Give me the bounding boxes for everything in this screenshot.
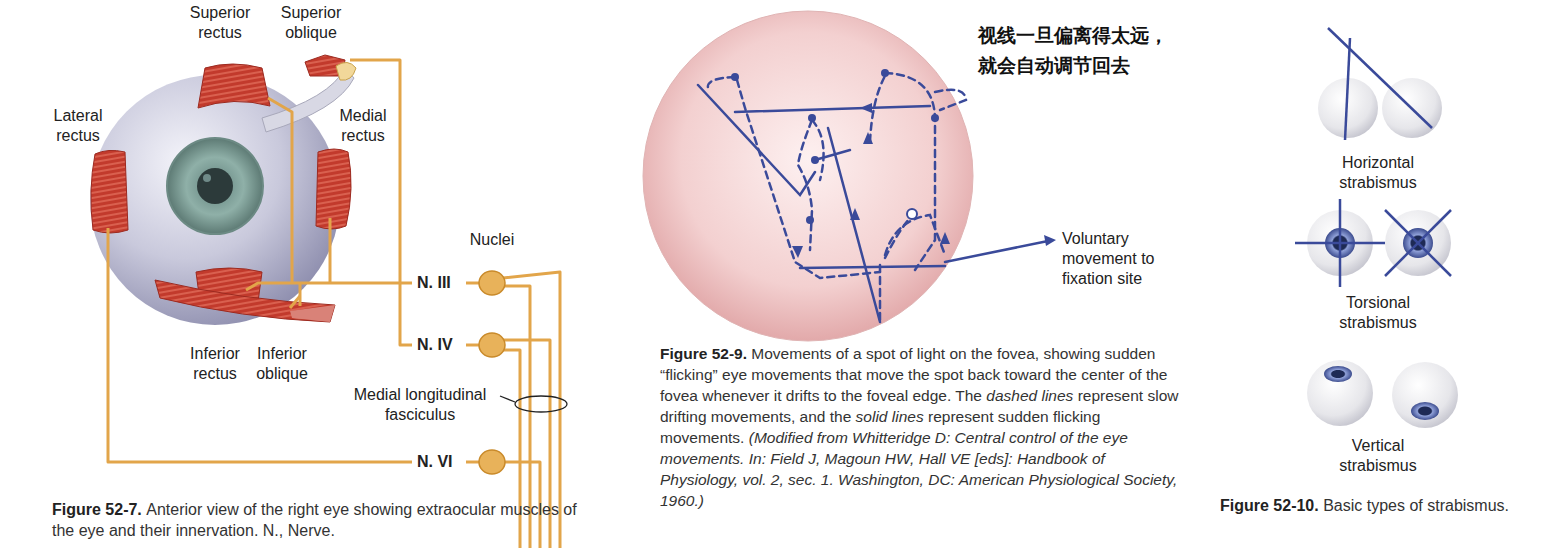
muscle-label: Inferior oblique xyxy=(240,344,324,384)
arrow-label: Voluntary movement to fixation site xyxy=(1062,229,1180,289)
figure-caption: Figure 52-9.Movements of a spot of light… xyxy=(660,343,1180,511)
figure-number: Figure 52-10. xyxy=(1220,497,1319,514)
annotation-note: 视线一旦偏离得太远，就会自动调节回去 xyxy=(978,20,1178,80)
nerve-label: N. III xyxy=(414,273,454,293)
muscle-label: Inferior rectus xyxy=(177,344,253,384)
figure-caption: Figure 52-10.Basic types of strabismus. xyxy=(1220,495,1540,516)
muscle-label: Superior oblique xyxy=(269,3,353,43)
figure-number: Figure 52-9. xyxy=(660,345,747,362)
caption-text: Basic types of strabismus. xyxy=(1323,497,1509,514)
nucleus-symbols xyxy=(479,271,505,474)
strabismus-illustration xyxy=(1295,28,1458,428)
caption-text: dashed lines xyxy=(986,387,1073,404)
nerve-lines xyxy=(108,60,560,548)
nuclei-label: Nuclei xyxy=(452,230,532,250)
type-label: Torsional strabismus xyxy=(1318,293,1438,333)
type-label: Horizontal strabismus xyxy=(1318,153,1438,193)
tract-label: Medial longitudinal fasciculus xyxy=(342,385,498,425)
figure-number: Figure 52-7. xyxy=(52,501,142,518)
muscle-label: Medial rectus xyxy=(323,106,403,146)
figure-caption: Figure 52-7.Anterior view of the right e… xyxy=(52,499,582,541)
type-label: Vertical strabismus xyxy=(1318,436,1438,476)
nerve-label: N. IV xyxy=(414,335,456,355)
muscle-label: Lateral rectus xyxy=(38,106,118,146)
muscle-label: Superior rectus xyxy=(178,3,262,43)
nerve-label: N. VI xyxy=(414,452,456,472)
fasciculus-bracket xyxy=(500,396,567,412)
caption-text: solid lines xyxy=(856,408,924,425)
